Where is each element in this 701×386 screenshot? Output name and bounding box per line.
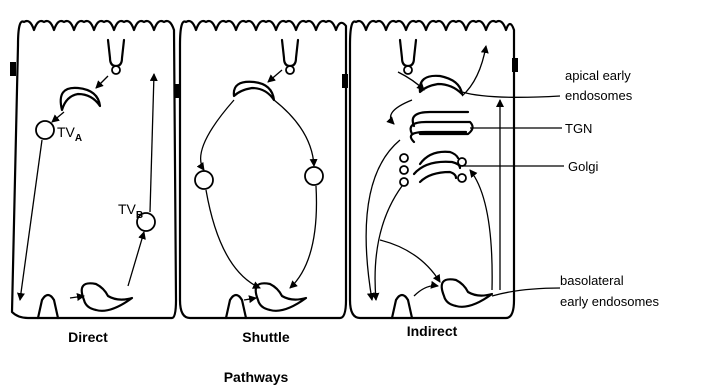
vesicle-label-tvb: TVB <box>118 201 143 221</box>
arrow-shuttle-up-left <box>201 100 234 170</box>
cell-label-indirect: Indirect <box>407 323 458 339</box>
cell-direct-pit-apical <box>108 40 124 66</box>
cell-junction-2-3 <box>342 74 348 88</box>
cell-direct-endosome-basolateral <box>82 283 132 310</box>
cell-indirect-endosome-basolateral <box>442 279 492 306</box>
arrow-indirect-endosome-to-tgn <box>391 100 412 124</box>
cell-indirect-pit-apical <box>400 40 416 66</box>
annotation-basolateral-line1: basolateral <box>560 273 624 288</box>
cell-label-direct: Direct <box>68 329 108 345</box>
vesicle-tva <box>36 121 54 139</box>
arrow-indirect-basal-up <box>470 170 492 290</box>
arrow-shuttle-pit-to-endosome <box>268 70 282 82</box>
leader-basolateral <box>492 288 560 296</box>
cell-label-shuttle: Shuttle <box>242 329 290 345</box>
annotation-basolateral-line2: early endosomes <box>560 294 659 309</box>
cell-indirect-pit-basolateral <box>392 295 412 318</box>
arrow-shuttle-pit-basal <box>244 298 256 300</box>
vesicle-pit-apical-1 <box>112 66 120 74</box>
arrow-tva-down <box>20 140 42 300</box>
arrow-endosome-to-tva <box>52 112 64 122</box>
leader-apical <box>462 92 560 97</box>
vesicle-label-tva: TVA <box>57 124 82 144</box>
cell-direct-pit-basolateral <box>38 295 58 318</box>
vesicle-shuttle-right <box>305 167 323 185</box>
tgn-cisternae <box>411 112 473 142</box>
arrow-indirect-to-apical <box>462 46 486 96</box>
vesicle-pit-apical-2 <box>286 66 294 74</box>
arrow-indirect-pit-basal <box>414 286 438 296</box>
golgi-vesicle-3 <box>400 178 408 186</box>
golgi-vesicle-2 <box>400 166 408 174</box>
golgi-vesicle-5 <box>458 174 466 182</box>
vesicle-pit-apical-3 <box>404 66 412 74</box>
arrow-endosome-to-tvb <box>128 232 144 286</box>
cell-shuttle-endosome-basolateral <box>256 283 306 310</box>
cell-direct <box>10 21 180 318</box>
annotation-apical-line2: endosomes <box>565 88 633 103</box>
cell-junction-right <box>512 58 518 72</box>
cell-shuttle-pit-basolateral <box>226 295 246 318</box>
annotation-tgn: TGN <box>565 121 592 136</box>
caption-pathways: Pathways <box>224 369 289 385</box>
arrow-pit-to-apical-endosome <box>96 76 108 88</box>
cell-indirect-endosome-apical <box>420 76 462 94</box>
arrow-tvb-up <box>150 74 154 212</box>
cell-direct-endosome-apical <box>61 88 100 110</box>
arrow-shuttle-down-left <box>206 190 260 288</box>
golgi-vesicle-1 <box>400 154 408 162</box>
arrow-shuttle-down-right <box>274 100 314 166</box>
arrow-indirect-to-basal-endosome <box>380 240 440 282</box>
arrow-shuttle-up-right <box>290 186 316 288</box>
annotation-golgi: Golgi <box>568 159 598 174</box>
vesicle-shuttle-left <box>195 171 213 189</box>
cell-indirect <box>350 21 518 318</box>
cell-shuttle-pit-apical <box>282 40 298 66</box>
annotation-apical-line1: apical early <box>565 68 631 83</box>
arrow-indirect-tgn-down <box>366 140 400 300</box>
cell-shuttle-endosome-apical <box>234 82 274 100</box>
golgi-vesicle-4 <box>458 158 466 166</box>
cell-shuttle <box>180 21 348 318</box>
cell-junction-left <box>10 62 16 76</box>
golgi-cisternae <box>414 152 460 182</box>
